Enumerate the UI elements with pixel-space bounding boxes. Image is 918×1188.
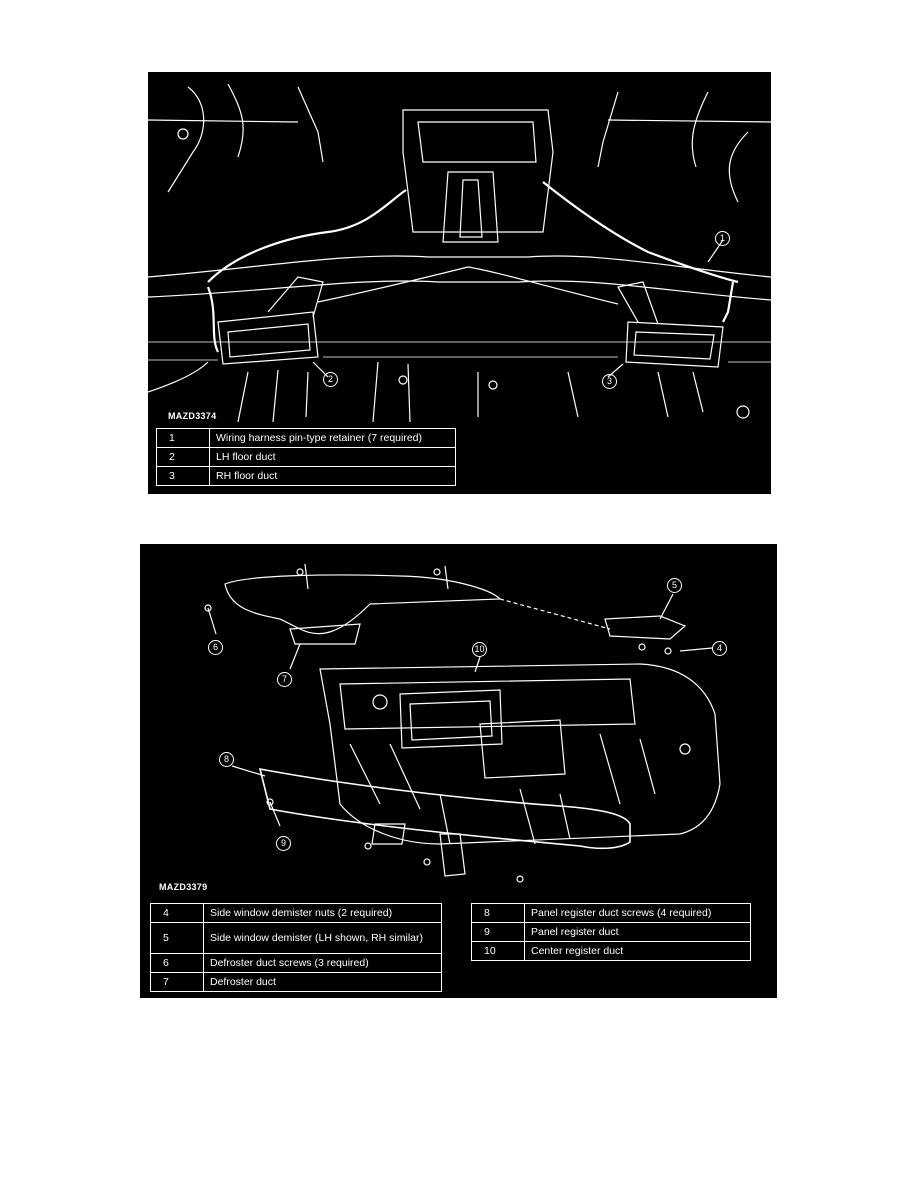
defroster-duct-figure: 6 7 5 4 10 8 9 MAZD3379 4 Side window de… (140, 544, 777, 998)
floor-duct-figure: 1 2 3 MAZD3374 1 Wiring harness pin-type… (148, 72, 771, 494)
legend-row: 10 Center register duct (471, 941, 751, 961)
legend-label: LH floor duct (209, 447, 456, 467)
callout-9: 9 (276, 836, 291, 851)
callout-3: 3 (602, 374, 617, 389)
callout-7: 7 (277, 672, 292, 687)
legend-number: 4 (150, 903, 204, 923)
callout-2: 2 (323, 372, 338, 387)
callout-4: 4 (712, 641, 727, 656)
legend-table-left: 4 Side window demister nuts (2 required)… (150, 903, 442, 992)
legend-number: 10 (471, 941, 525, 961)
legend-label: RH floor duct (209, 466, 456, 486)
figure-code: MAZD3374 (168, 411, 217, 421)
legend-row: 4 Side window demister nuts (2 required) (150, 903, 442, 923)
legend-label: Wiring harness pin-type retainer (7 requ… (209, 428, 456, 448)
callout-1: 1 (715, 231, 730, 246)
legend-row: 1 Wiring harness pin-type retainer (7 re… (156, 428, 456, 448)
legend-number: 2 (156, 447, 210, 467)
legend-row: 9 Panel register duct (471, 922, 751, 942)
legend-table-right: 8 Panel register duct screws (4 required… (471, 903, 751, 961)
legend-label: Defroster duct (203, 972, 442, 992)
floor-duct-illustration (148, 83, 771, 423)
legend-row: 6 Defroster duct screws (3 required) (150, 953, 442, 973)
legend-number: 7 (150, 972, 204, 992)
callout-6: 6 (208, 640, 223, 655)
legend-row: 2 LH floor duct (156, 447, 456, 467)
legend-row: 3 RH floor duct (156, 466, 456, 486)
callout-8: 8 (219, 752, 234, 767)
legend-label: Panel register duct screws (4 required) (524, 903, 751, 923)
figure-code: MAZD3379 (159, 882, 208, 892)
legend-number: 9 (471, 922, 525, 942)
legend-label: Side window demister (LH shown, RH simil… (203, 922, 442, 954)
legend-label: Defroster duct screws (3 required) (203, 953, 442, 973)
legend-number: 6 (150, 953, 204, 973)
legend-number: 8 (471, 903, 525, 923)
legend-row: 8 Panel register duct screws (4 required… (471, 903, 751, 923)
callout-10: 10 (472, 642, 487, 657)
legend-number: 1 (156, 428, 210, 448)
defroster-duct-illustration (204, 563, 721, 883)
legend-label: Panel register duct (524, 922, 751, 942)
legend-row: 7 Defroster duct (150, 972, 442, 992)
legend-table: 1 Wiring harness pin-type retainer (7 re… (156, 428, 456, 486)
legend-label: Side window demister nuts (2 required) (203, 903, 442, 923)
legend-label: Center register duct (524, 941, 751, 961)
legend-number: 5 (150, 922, 204, 954)
legend-number: 3 (156, 466, 210, 486)
callout-5: 5 (667, 578, 682, 593)
legend-row: 5 Side window demister (LH shown, RH sim… (150, 922, 442, 954)
